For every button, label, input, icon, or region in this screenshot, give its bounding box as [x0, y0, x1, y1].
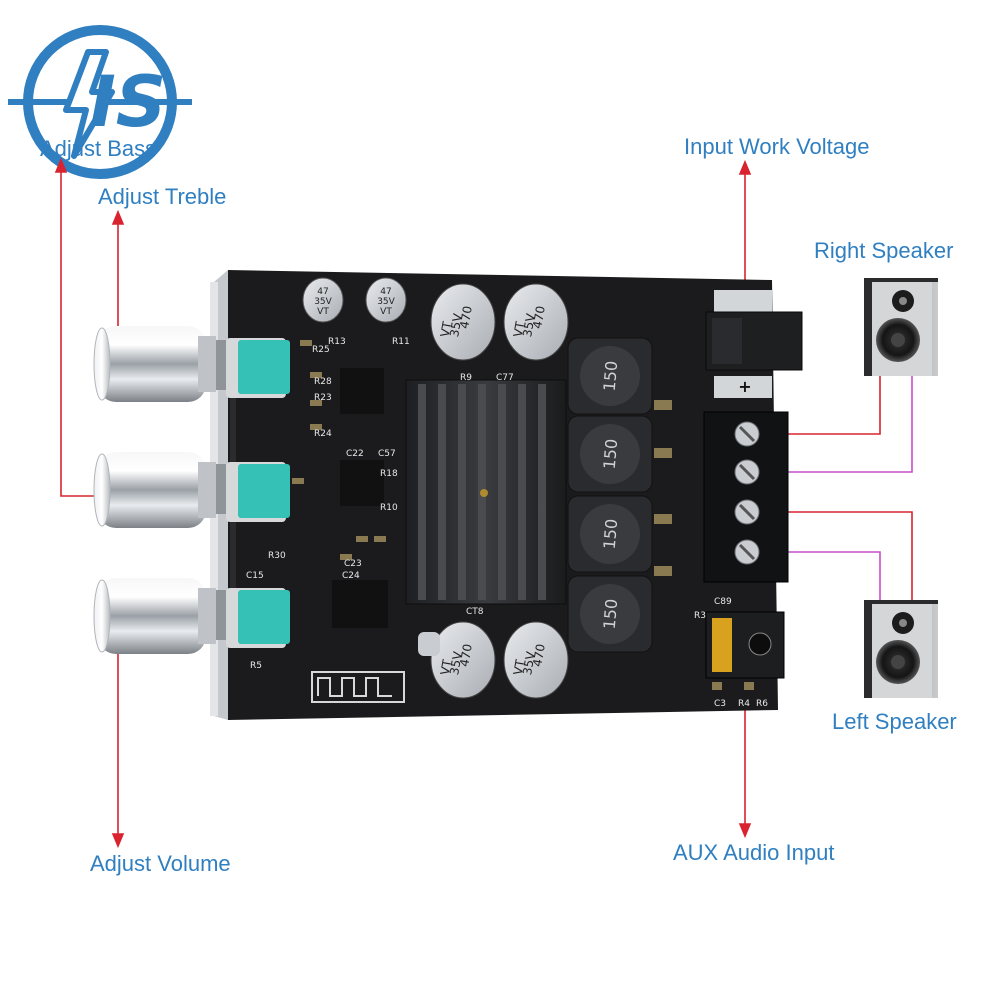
- power-jack: +: [705, 290, 803, 398]
- svg-text:R5: R5: [250, 661, 262, 671]
- ic-chip-2: [340, 460, 384, 506]
- knob-treble: [93, 326, 216, 402]
- large-capacitor-4: 470 35V VT: [503, 621, 569, 699]
- svg-text:C22: C22: [346, 449, 364, 459]
- small-capacitor-2: 47 35V VT: [365, 277, 407, 323]
- svg-text:R25: R25: [312, 345, 330, 355]
- svg-text:R4: R4: [738, 699, 750, 709]
- svg-text:150: 150: [600, 360, 622, 392]
- inductor-4: 150: [567, 575, 653, 653]
- svg-text:R24: R24: [314, 429, 332, 439]
- svg-text:35V: 35V: [377, 297, 395, 307]
- svg-text:C77: C77: [496, 373, 514, 383]
- svg-text:R28: R28: [314, 377, 332, 387]
- svg-text:R30: R30: [268, 551, 286, 561]
- svg-text:VT: VT: [438, 658, 455, 676]
- crystal: [418, 632, 440, 656]
- svg-text:C57: C57: [378, 449, 396, 459]
- knob-volume: [93, 578, 216, 654]
- svg-text:150: 150: [600, 598, 622, 630]
- svg-text:C89: C89: [714, 597, 732, 607]
- svg-text:VT: VT: [438, 320, 455, 338]
- svg-text:VT: VT: [511, 320, 528, 338]
- svg-text:VT: VT: [511, 658, 528, 676]
- svg-text:470: 470: [530, 643, 548, 668]
- svg-text:470: 470: [530, 305, 548, 330]
- svg-text:C24: C24: [342, 571, 360, 581]
- svg-text:470: 470: [457, 305, 475, 330]
- inductor-1: 150: [567, 337, 653, 415]
- speaker-wires: [764, 376, 913, 600]
- right-speaker: [864, 278, 938, 376]
- bluetooth-antenna: [311, 671, 405, 703]
- svg-text:35V: 35V: [447, 650, 465, 676]
- svg-text:VT: VT: [380, 307, 392, 317]
- large-capacitor-3: 470 35V VT: [430, 621, 496, 699]
- svg-text:C3: C3: [714, 699, 726, 709]
- pot-bass: [204, 462, 290, 522]
- svg-text:+: +: [738, 377, 751, 396]
- svg-text:35V: 35V: [447, 312, 465, 338]
- label-right-speaker: Right Speaker: [814, 238, 954, 263]
- label-adjust-treble: Adjust Treble: [98, 184, 227, 209]
- label-adjust-volume: Adjust Volume: [90, 851, 231, 876]
- svg-text:R18: R18: [380, 469, 398, 479]
- svg-text:R23: R23: [314, 393, 332, 403]
- inductor-2: 150: [567, 415, 653, 493]
- amplifier-board: 47 35V VT 47 35V VT 470 35V VT 470 35V: [204, 270, 803, 720]
- ic-chip-1: [340, 368, 384, 414]
- label-left-speaker: Left Speaker: [832, 709, 957, 734]
- svg-text:CT8: CT8: [466, 607, 484, 617]
- svg-text:35V: 35V: [520, 650, 538, 676]
- svg-text:R10: R10: [380, 503, 398, 513]
- svg-text:R3: R3: [694, 611, 706, 621]
- heatsink: [405, 379, 567, 605]
- svg-text:R13: R13: [328, 337, 346, 347]
- label-input-work-voltage: Input Work Voltage: [684, 134, 870, 159]
- speaker-terminal: [703, 411, 789, 583]
- aux-jack: [705, 611, 785, 679]
- svg-text:35V: 35V: [314, 297, 332, 307]
- svg-text:VT: VT: [317, 307, 329, 317]
- svg-text:C15: C15: [246, 571, 264, 581]
- brand-logo: IS: [8, 25, 192, 179]
- left-speaker: [864, 600, 938, 698]
- svg-text:R9: R9: [460, 373, 472, 383]
- small-capacitor-1: 47 35V VT: [302, 277, 344, 323]
- svg-text:47: 47: [380, 287, 391, 297]
- inductor-3: 150: [567, 495, 653, 573]
- svg-text:R6: R6: [756, 699, 768, 709]
- svg-text:150: 150: [600, 438, 622, 470]
- pot-volume: [204, 588, 290, 648]
- svg-text:R11: R11: [392, 337, 410, 347]
- label-aux-audio-input: AUX Audio Input: [673, 840, 835, 865]
- logo-text: IS: [90, 61, 166, 143]
- svg-text:35V: 35V: [520, 312, 538, 338]
- svg-text:150: 150: [600, 518, 622, 550]
- svg-text:47: 47: [317, 287, 328, 297]
- svg-text:470: 470: [457, 643, 475, 668]
- smd-components: [292, 340, 754, 690]
- ic-chip-3: [332, 580, 388, 628]
- svg-text:C23: C23: [344, 559, 362, 569]
- large-capacitor-2: 470 35V VT: [503, 283, 569, 361]
- pot-treble: [204, 338, 290, 398]
- large-capacitor-1: 470 35V VT: [430, 283, 496, 361]
- knob-bass: [93, 452, 216, 528]
- label-adjust-bass: Adjust Bass: [40, 136, 157, 161]
